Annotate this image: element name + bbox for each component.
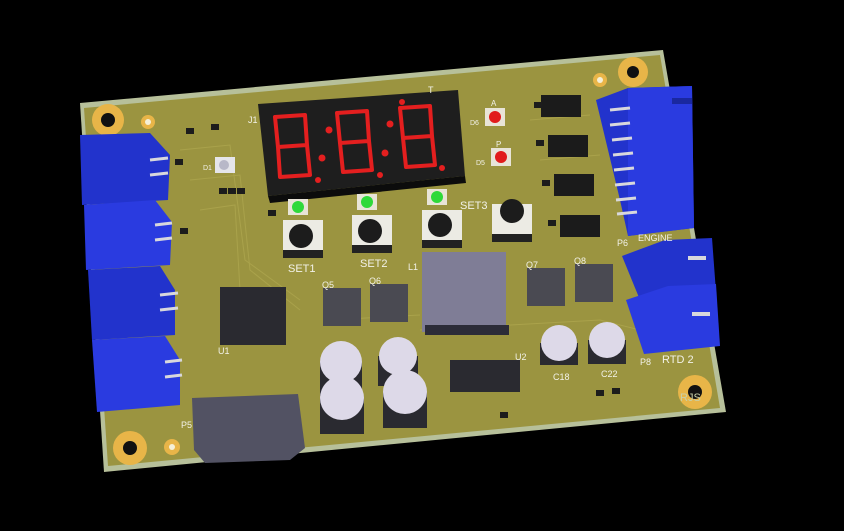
label-rtd2: RTD 2 xyxy=(662,354,694,366)
label-c22: C22 xyxy=(601,369,618,379)
soic-chips xyxy=(541,95,600,237)
label-q7: Q7 xyxy=(526,260,539,270)
label-p6: P6 xyxy=(617,238,629,248)
label-j1: J1 xyxy=(248,115,258,125)
label-led-p: P xyxy=(496,140,502,149)
label-u1: U1 xyxy=(218,346,230,356)
tactile-buttons xyxy=(283,199,532,258)
label-u2: U2 xyxy=(515,352,527,362)
label-d5: D5 xyxy=(476,160,485,167)
label-display-marker: T xyxy=(428,85,434,95)
engine-connector xyxy=(596,86,694,236)
green-leds xyxy=(288,189,447,215)
button-label-set2: SET2 xyxy=(360,258,388,270)
label-c18: C18 xyxy=(553,372,570,382)
seven-segment-display xyxy=(258,90,466,203)
left-connectors xyxy=(80,133,183,412)
label-q5: Q5 xyxy=(322,280,335,290)
power-connector-p5 xyxy=(192,394,305,463)
electrolytic-caps xyxy=(320,322,626,434)
label-p8: P8 xyxy=(640,357,652,367)
label-d6: D6 xyxy=(470,120,479,127)
inductor-l1 xyxy=(422,252,509,335)
red-leds xyxy=(485,108,511,166)
u2-chip xyxy=(450,360,520,392)
label-p5: P5 xyxy=(181,420,193,430)
label-q8: Q8 xyxy=(574,256,587,266)
label-q6: Q6 xyxy=(369,276,382,286)
label-l1: L1 xyxy=(408,262,419,272)
button-label-set1: SET1 xyxy=(288,263,316,275)
label-engine: ENGINE xyxy=(638,233,673,243)
label-signature: RJS xyxy=(680,392,701,404)
label-d1: D1 xyxy=(203,165,212,172)
button-label-set3: SET3 xyxy=(460,200,488,212)
mounting-holes xyxy=(92,57,712,465)
mcu-u1 xyxy=(220,287,286,345)
mosfets xyxy=(323,264,613,326)
label-led-a: A xyxy=(491,99,497,108)
rtd-connectors xyxy=(622,238,720,354)
smd-passives xyxy=(175,102,620,418)
